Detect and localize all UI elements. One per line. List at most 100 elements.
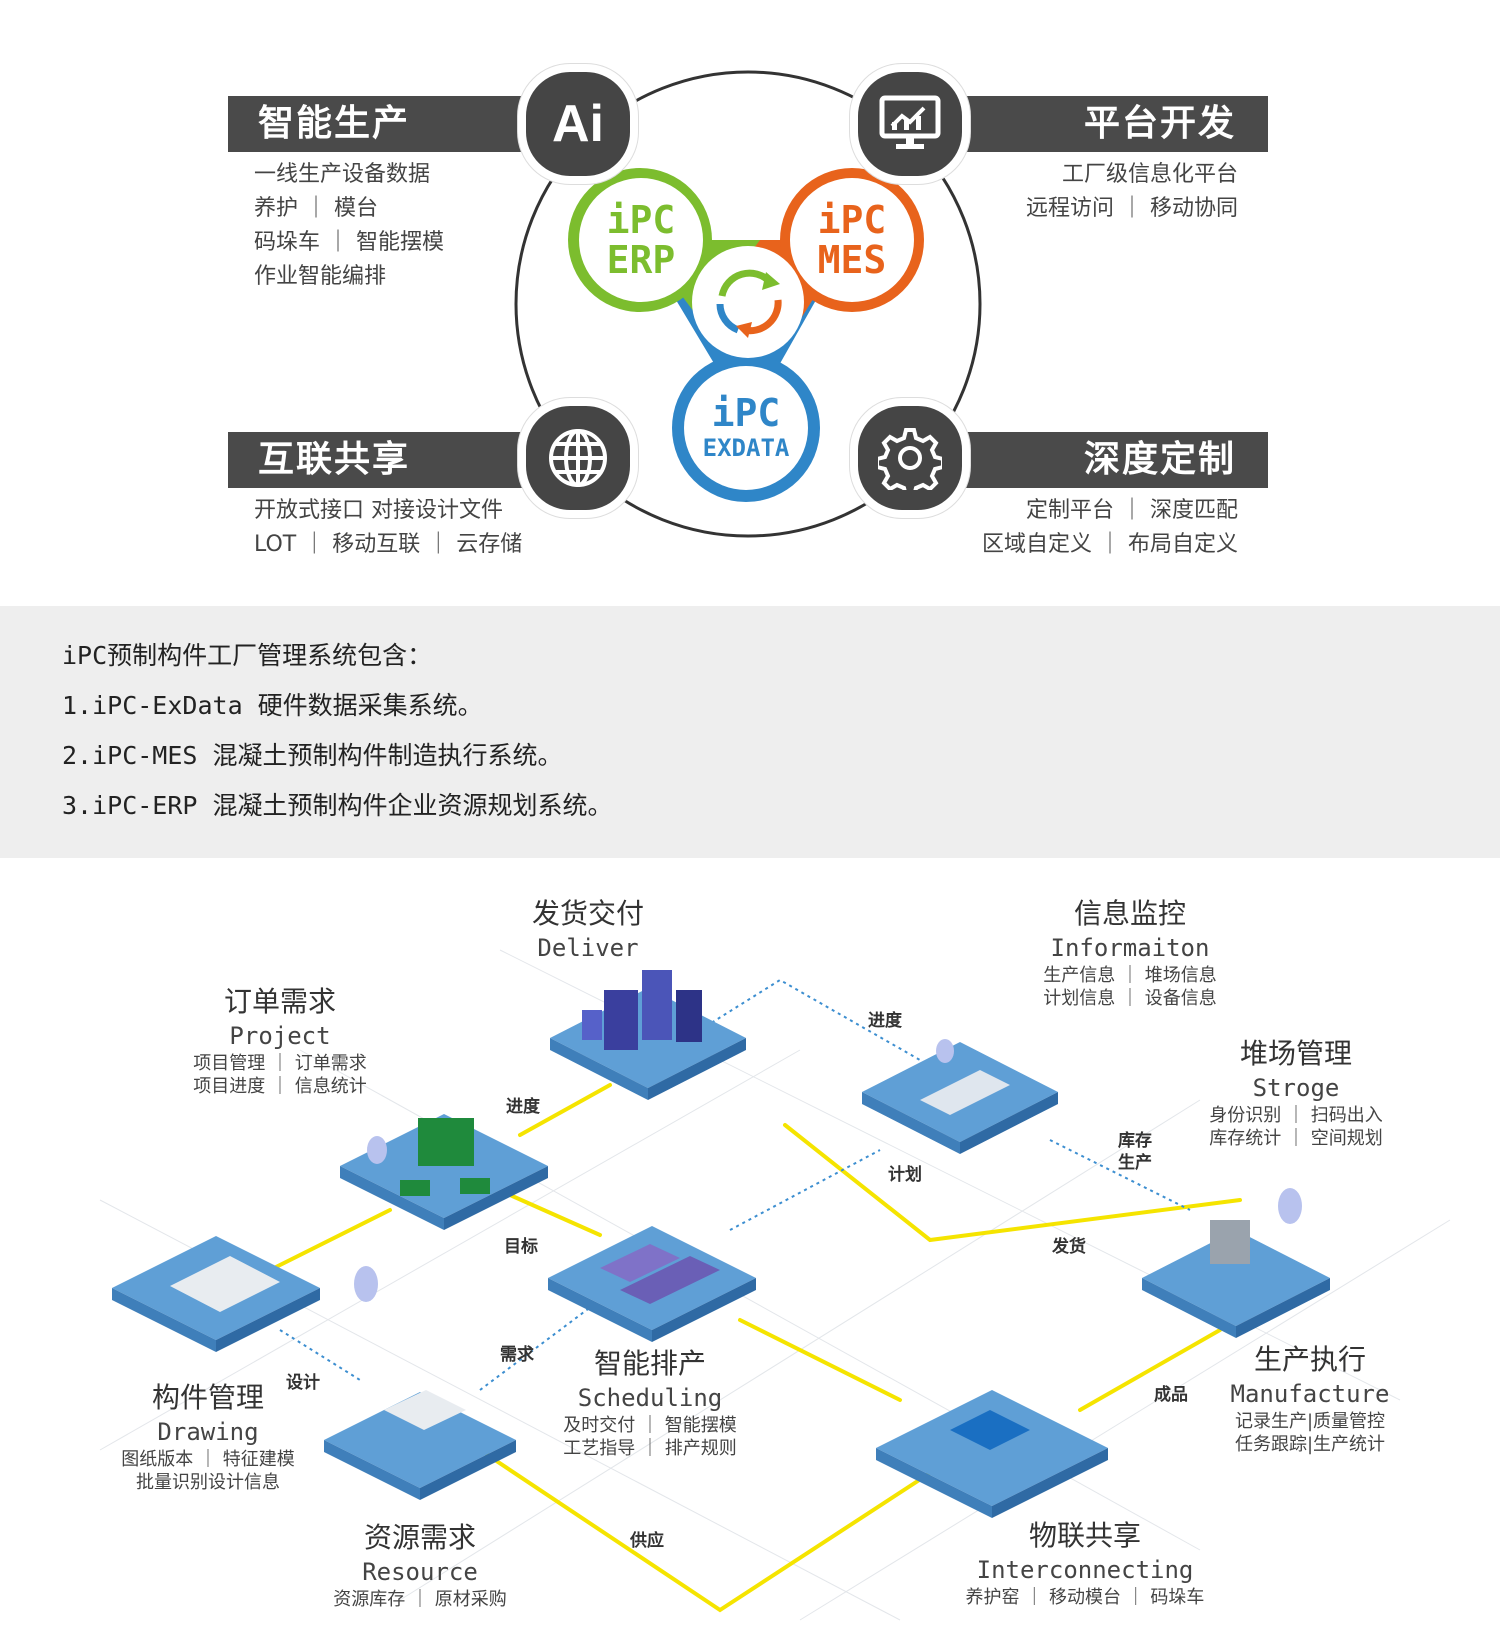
module-desc: 批量识别设计信息: [136, 1472, 280, 1493]
ipc-erp-node: iPC ERP: [579, 178, 703, 302]
ipc-erp-line2: ERP: [606, 238, 676, 282]
ipc-mes-line1: iPC: [817, 198, 887, 242]
module-desc: 项目进度 ｜ 信息统计: [193, 1076, 367, 1097]
ai-icon: Ai: [518, 64, 638, 184]
flow-line: [738, 1318, 902, 1402]
sync-arrows-icon: [716, 269, 782, 338]
flow-label-supply: 供应: [630, 1531, 664, 1551]
module-subtitle: Deliver: [537, 934, 639, 962]
module-subtitle: Project: [229, 1022, 331, 1050]
module-desc: 任务跟踪|生产统计: [1234, 1434, 1386, 1455]
module-desc: 身份识别 ｜ 扫码出入: [1209, 1105, 1383, 1126]
module-deliver: 发货交付 Deliver: [500, 896, 676, 964]
feature-list-customization: 定制平台 ｜ 深度匹配 区域自定义 ｜ 布局自定义: [900, 494, 1238, 562]
feature-list-platform-dev: 工厂级信息化平台 远程访问 ｜ 移动协同: [940, 158, 1238, 226]
flow-line: [518, 1083, 612, 1137]
module-info: 信息监控 Informaiton 生产信息 ｜ 堆场信息 计划信息 ｜ 设备信息: [1010, 896, 1250, 1010]
platform-drawing: [112, 1236, 320, 1352]
module-desc: 项目管理 ｜ 订单需求: [193, 1053, 367, 1074]
platform-stroge: [1142, 1220, 1330, 1338]
flow-dotted-line: [1049, 1139, 1191, 1211]
module-scheduling: 智能排产 Scheduling 及时交付 ｜ 智能摆模 工艺指导 ｜ 排产规则: [530, 1346, 770, 1460]
summary-item: 1.iPC-ExData 硬件数据采集系统。: [62, 691, 483, 720]
platform-resource: [324, 1390, 516, 1500]
flow-label-plan: 计划: [888, 1165, 922, 1185]
module-title: 构件管理: [151, 1381, 264, 1414]
monitor-chart-icon: [850, 64, 970, 184]
module-desc: 及时交付 ｜ 智能摆模: [563, 1415, 737, 1436]
feature-bar-interconnect: 互联共享: [228, 432, 538, 488]
module-title: 资源需求: [363, 1521, 476, 1554]
module-desc: 工艺指导 ｜ 排产规则: [563, 1438, 737, 1459]
module-desc: 记录生产|质量管控: [1234, 1411, 1386, 1432]
module-title: 生产执行: [1253, 1343, 1366, 1376]
flow-label-shipping: 发货: [1052, 1237, 1086, 1257]
feature-line: 作业智能编排: [254, 264, 387, 289]
module-drawing: 构件管理 Drawing 图纸版本 ｜ 特征建模 批量识别设计信息: [88, 1380, 328, 1494]
module-title: 智能排产: [593, 1347, 706, 1380]
summary-band: iPC预制构件工厂管理系统包含： 1.iPC-ExData 硬件数据采集系统。 …: [0, 606, 1500, 858]
module-desc: 资源库存 ｜ 原材采购: [333, 1589, 507, 1610]
ipc-exdata-node: iPC EXDATA: [684, 366, 808, 490]
flow-label-inventory: 库存: [1118, 1131, 1152, 1151]
module-title: 订单需求: [223, 985, 336, 1018]
module-subtitle: Drawing: [157, 1418, 259, 1446]
feature-line: LOT ｜ 移动互联 ｜ 云存储: [254, 532, 523, 557]
module-title: 堆场管理: [1239, 1037, 1352, 1070]
flow-label-target: 目标: [504, 1237, 538, 1257]
module-subtitle: Resource: [362, 1558, 478, 1586]
flow-line: [478, 1448, 952, 1613]
feature-line: 区域自定义 ｜ 布局自定义: [982, 532, 1238, 557]
feature-bar-platform-dev: 平台开发: [958, 96, 1268, 152]
feature-title: 深度定制: [1083, 439, 1236, 480]
module-subtitle: Manufacture: [1230, 1380, 1390, 1408]
feature-title: 智能生产: [258, 103, 411, 144]
module-desc: 图纸版本 ｜ 特征建模: [121, 1449, 295, 1470]
flow-label-progress: 进度: [506, 1097, 540, 1117]
ipc-erp-line1: iPC: [606, 198, 676, 242]
module-subtitle: Informaiton: [1050, 934, 1210, 962]
flow-label-finished: 成品: [1154, 1385, 1188, 1405]
module-resource: 资源需求 Resource 资源库存 ｜ 原材采购: [300, 1520, 540, 1611]
flow-dotted-line: [729, 1149, 881, 1231]
flow-label-demand: 需求: [500, 1345, 534, 1365]
ipc-mes-line2: MES: [817, 238, 887, 282]
platform-info: [862, 1042, 1058, 1154]
module-desc: 库存统计 ｜ 空间规划: [1209, 1128, 1383, 1149]
module-title: 信息监控: [1073, 897, 1186, 930]
platform-project: [340, 1114, 548, 1230]
platform-deliver: [550, 970, 746, 1100]
platform-interconnecting: [876, 1390, 1108, 1518]
flow-label-progress: 进度: [868, 1011, 902, 1031]
module-subtitle: Interconnecting: [976, 1556, 1194, 1584]
ipc-exdata-line1: iPC: [711, 391, 781, 435]
module-subtitle: Stroge: [1252, 1074, 1340, 1102]
feature-line: 定制平台 ｜ 深度匹配: [1026, 498, 1238, 523]
module-title: 发货交付: [531, 897, 644, 930]
module-desc: 计划信息 ｜ 设备信息: [1043, 988, 1217, 1009]
module-desc: 生产信息 ｜ 堆场信息: [1043, 965, 1217, 986]
feature-line: 远程访问 ｜ 移动协同: [1026, 196, 1238, 221]
cloud-icon: [354, 1039, 1302, 1302]
ipc-exdata-line2: EXDATA: [702, 434, 790, 462]
module-title: 物联共享: [1028, 1519, 1141, 1552]
feature-title: 平台开发: [1083, 103, 1236, 144]
feature-list-smart-production: 一线生产设备数据 养护 ｜ 模台 码垛车 ｜ 智能摆模 作业智能编排: [254, 158, 444, 294]
flow-line: [783, 1123, 1242, 1243]
ipc-mes-node: iPC MES: [790, 178, 914, 302]
module-stroge: 堆场管理 Stroge 身份识别 ｜ 扫码出入 库存统计 ｜ 空间规划: [1176, 1036, 1416, 1150]
feature-line: 码垛车 ｜ 智能摆模: [254, 230, 444, 255]
flow-line: [268, 1208, 392, 1272]
summary-item: 3.iPC-ERP 混凝土预制构件企业资源规划系统。: [62, 791, 613, 820]
feature-line: 一线生产设备数据: [254, 162, 431, 187]
feature-line: 养护 ｜ 模台: [254, 196, 378, 221]
flow-line: [508, 1193, 602, 1237]
platform-scheduling: [548, 1226, 756, 1342]
module-subtitle: Scheduling: [577, 1384, 723, 1412]
feature-line: 工厂级信息化平台: [1061, 162, 1238, 187]
summary-item: 2.iPC-MES 混凝土预制构件制造执行系统。: [62, 741, 563, 770]
module-manufacture: 生产执行 Manufacture 记录生产|质量管控 任务跟踪|生产统计: [1190, 1342, 1430, 1456]
flow-label-production: 生产: [1118, 1153, 1152, 1173]
module-project: 订单需求 Project 项目管理 ｜ 订单需求 项目进度 ｜ 信息统计: [160, 984, 400, 1098]
